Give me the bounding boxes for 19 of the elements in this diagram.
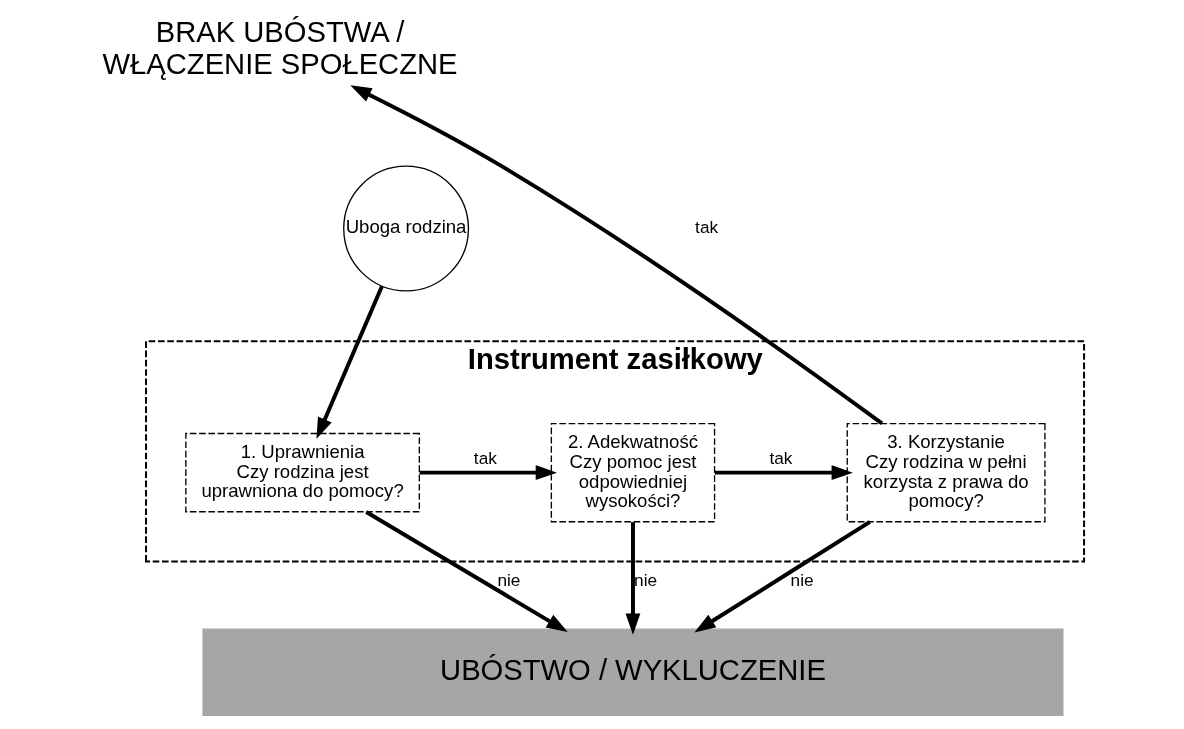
arrow	[419, 465, 557, 481]
edge-label: nie	[633, 569, 657, 590]
edge-label: tak	[473, 447, 497, 468]
arrow	[625, 522, 640, 635]
node-text: BRAK UBÓSTWA / WŁĄCZENIE SPOŁECZNE	[102, 16, 458, 81]
arrow	[315, 285, 384, 439]
arrow	[714, 465, 853, 481]
node-box: 1. Uprawnienia Czy rodzina jest uprawniona do pomocy?	[184, 432, 420, 513]
arrow	[693, 520, 871, 633]
node-box: 3. Korzystanie Czy rodzina w pełni korzysta z prawa do pomocy?	[846, 422, 1046, 523]
arrow	[364, 510, 568, 633]
node-circle: Uboga rodzina	[342, 165, 469, 292]
edge-label: nie	[496, 569, 520, 590]
arrow	[349, 85, 883, 426]
edge-label: tak	[768, 447, 792, 468]
node-box: 2. Adekwatność Czy pomoc jest odpowiedniej wysokości?	[550, 422, 715, 523]
node-box: UBÓSTWO / WYKLUCZENIE	[201, 628, 1063, 717]
edge-label: nie	[790, 569, 814, 590]
edge-label: tak	[694, 217, 718, 238]
